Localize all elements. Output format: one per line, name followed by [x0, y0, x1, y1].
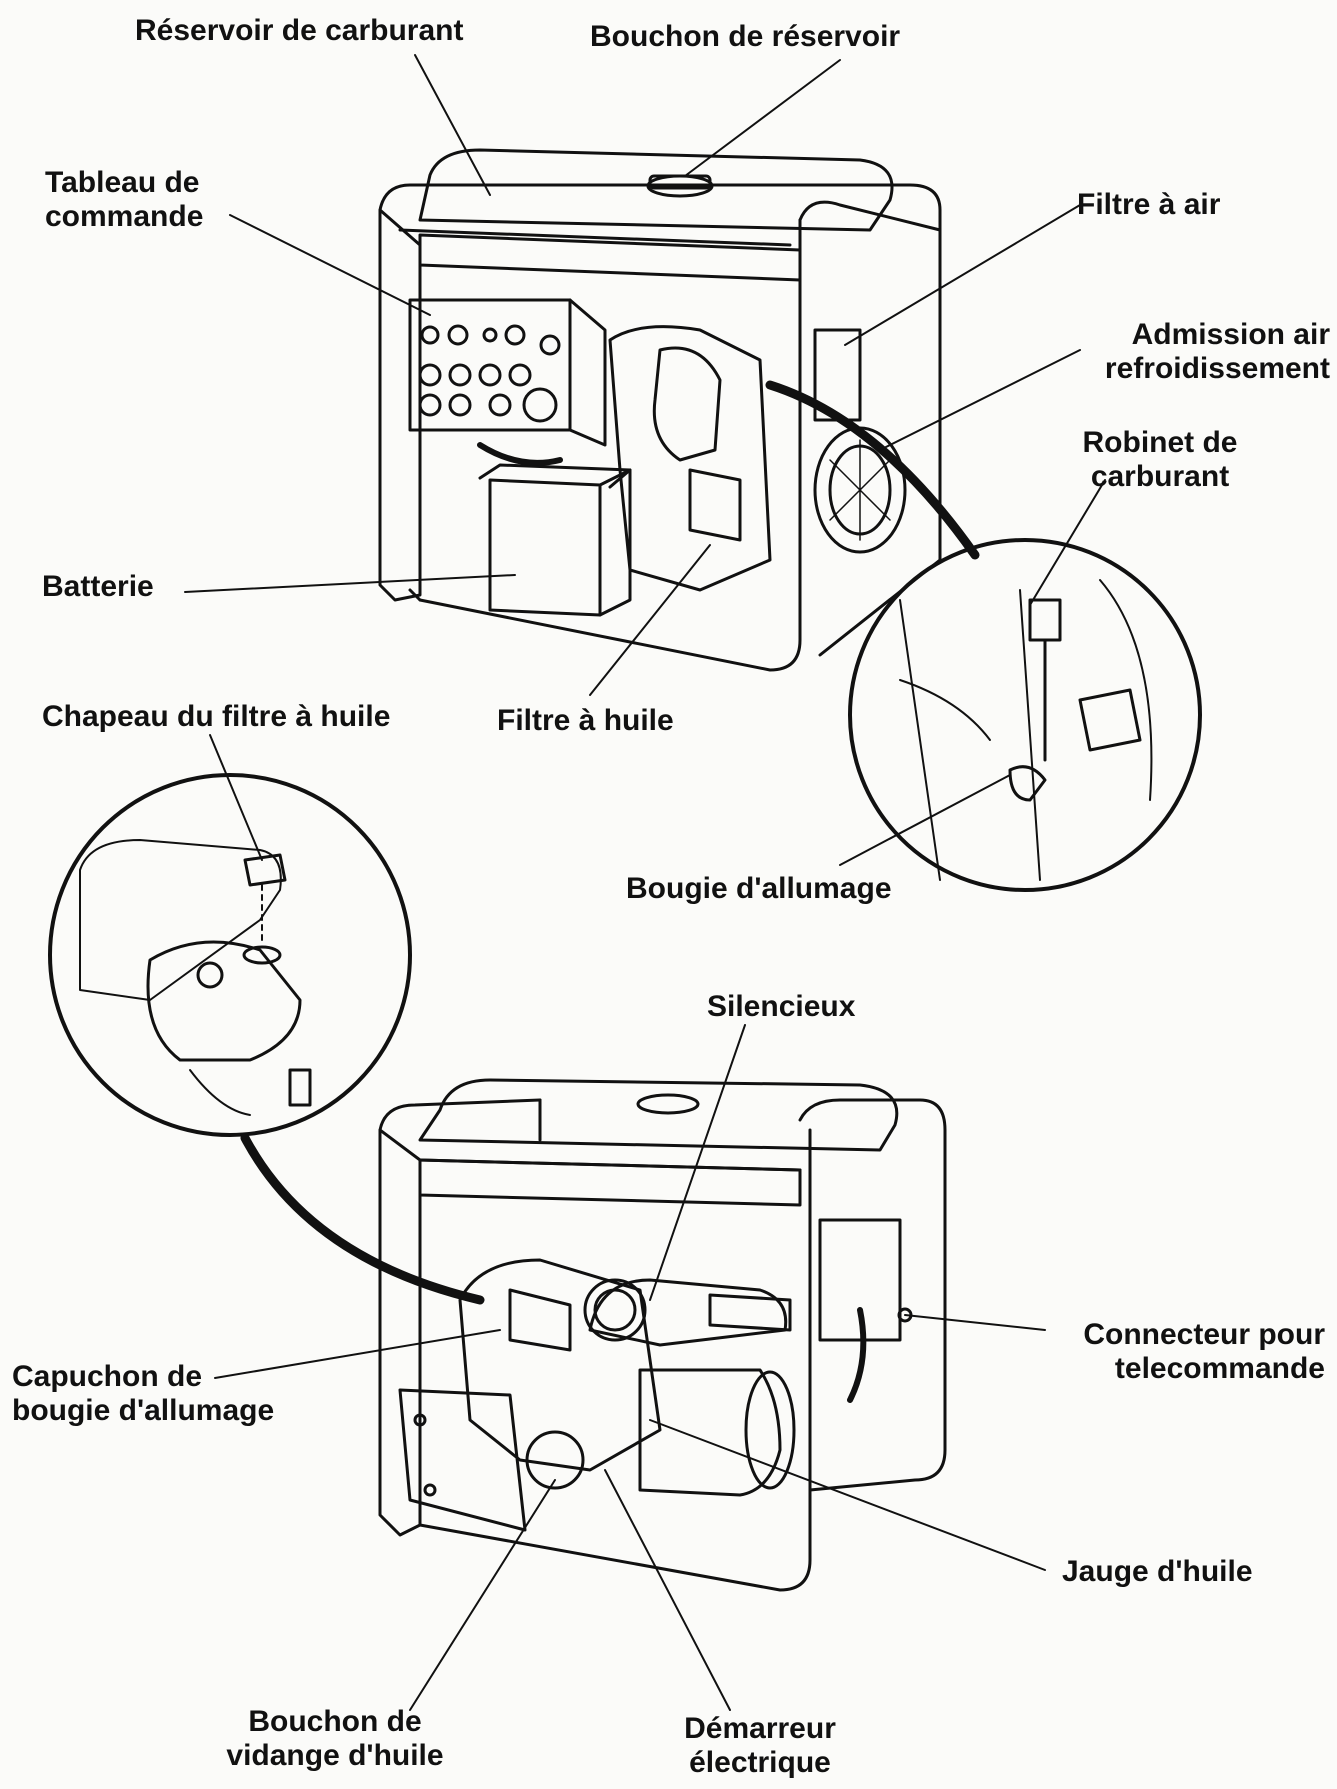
label-demarreur-line2: électrique — [689, 1746, 831, 1779]
label-capuchon-bougie-line1: Capuchon de — [12, 1360, 203, 1393]
top-fuel-tank — [418, 148, 894, 232]
label-bouchon-vidange-line2: vidange d'huile — [226, 1739, 444, 1772]
label-filtre-air: Filtre à air — [1077, 188, 1221, 221]
bottom-muffler — [588, 1278, 788, 1347]
label-connecteur-telecommande: Connecteur pour telecommande — [1030, 1318, 1325, 1386]
top-control-panel — [408, 298, 572, 432]
label-tableau-commande: Tableau de commande — [45, 166, 203, 234]
label-jauge-huile: Jauge d'huile — [1062, 1555, 1253, 1588]
oil-cap-detail-circle — [48, 773, 485, 1305]
label-demarreur-line1: Démarreur — [684, 1712, 836, 1745]
label-admission-air: Admission air refroidissement — [1040, 318, 1330, 386]
bottom-side-plate — [398, 1388, 527, 1532]
label-robinet-carburant-line1: Robinet de — [1082, 426, 1238, 459]
top-battery — [488, 478, 602, 617]
label-filtre-huile: Filtre à huile — [497, 704, 674, 737]
label-bougie-allumage: Bougie d'allumage — [626, 872, 892, 905]
label-tableau-commande-line2: commande — [45, 200, 204, 233]
bottom-engine — [458, 1258, 662, 1472]
label-demarreur: Démarreur électrique — [655, 1712, 865, 1780]
label-capuchon-bougie-line2: bougie d'allumage — [12, 1394, 275, 1427]
label-robinet-carburant: Robinet de carburant — [1055, 426, 1265, 494]
leader-lines — [184, 54, 1106, 1711]
spark-plug-detail-circle — [765, 380, 1202, 892]
top-air-filter — [813, 328, 862, 422]
label-connecteur-telecommande-line1: Connecteur pour — [1083, 1318, 1325, 1351]
label-connecteur-telecommande-line2: telecommande — [1114, 1352, 1325, 1385]
bottom-generator — [378, 1078, 947, 1592]
label-reservoir-carburant: Réservoir de carburant — [135, 14, 464, 47]
label-capuchon-bougie: Capuchon de bougie d'allumage — [12, 1360, 274, 1428]
bottom-fuel-tank — [418, 1078, 899, 1152]
label-admission-air-line1: Admission air — [1131, 318, 1330, 351]
bottom-alternator — [638, 1368, 782, 1497]
label-bouchon-vidange: Bouchon de vidange d'huile — [225, 1705, 445, 1773]
label-admission-air-line2: refroidissement — [1104, 352, 1330, 385]
label-batterie: Batterie — [42, 570, 154, 603]
label-bouchon-reservoir: Bouchon de réservoir — [590, 20, 901, 53]
top-frame — [378, 208, 422, 602]
label-tableau-commande-line1: Tableau de — [45, 166, 200, 199]
label-chapeau-filtre-huile: Chapeau du filtre à huile — [42, 700, 391, 733]
top-generator — [378, 148, 942, 672]
label-bouchon-vidange-line1: Bouchon de — [248, 1705, 422, 1738]
label-robinet-carburant-line2: carburant — [1090, 460, 1230, 493]
top-engine — [608, 325, 772, 592]
bottom-control-box — [818, 1218, 902, 1342]
bottom-frame — [378, 1128, 422, 1537]
label-silencieux: Silencieux — [707, 990, 856, 1023]
